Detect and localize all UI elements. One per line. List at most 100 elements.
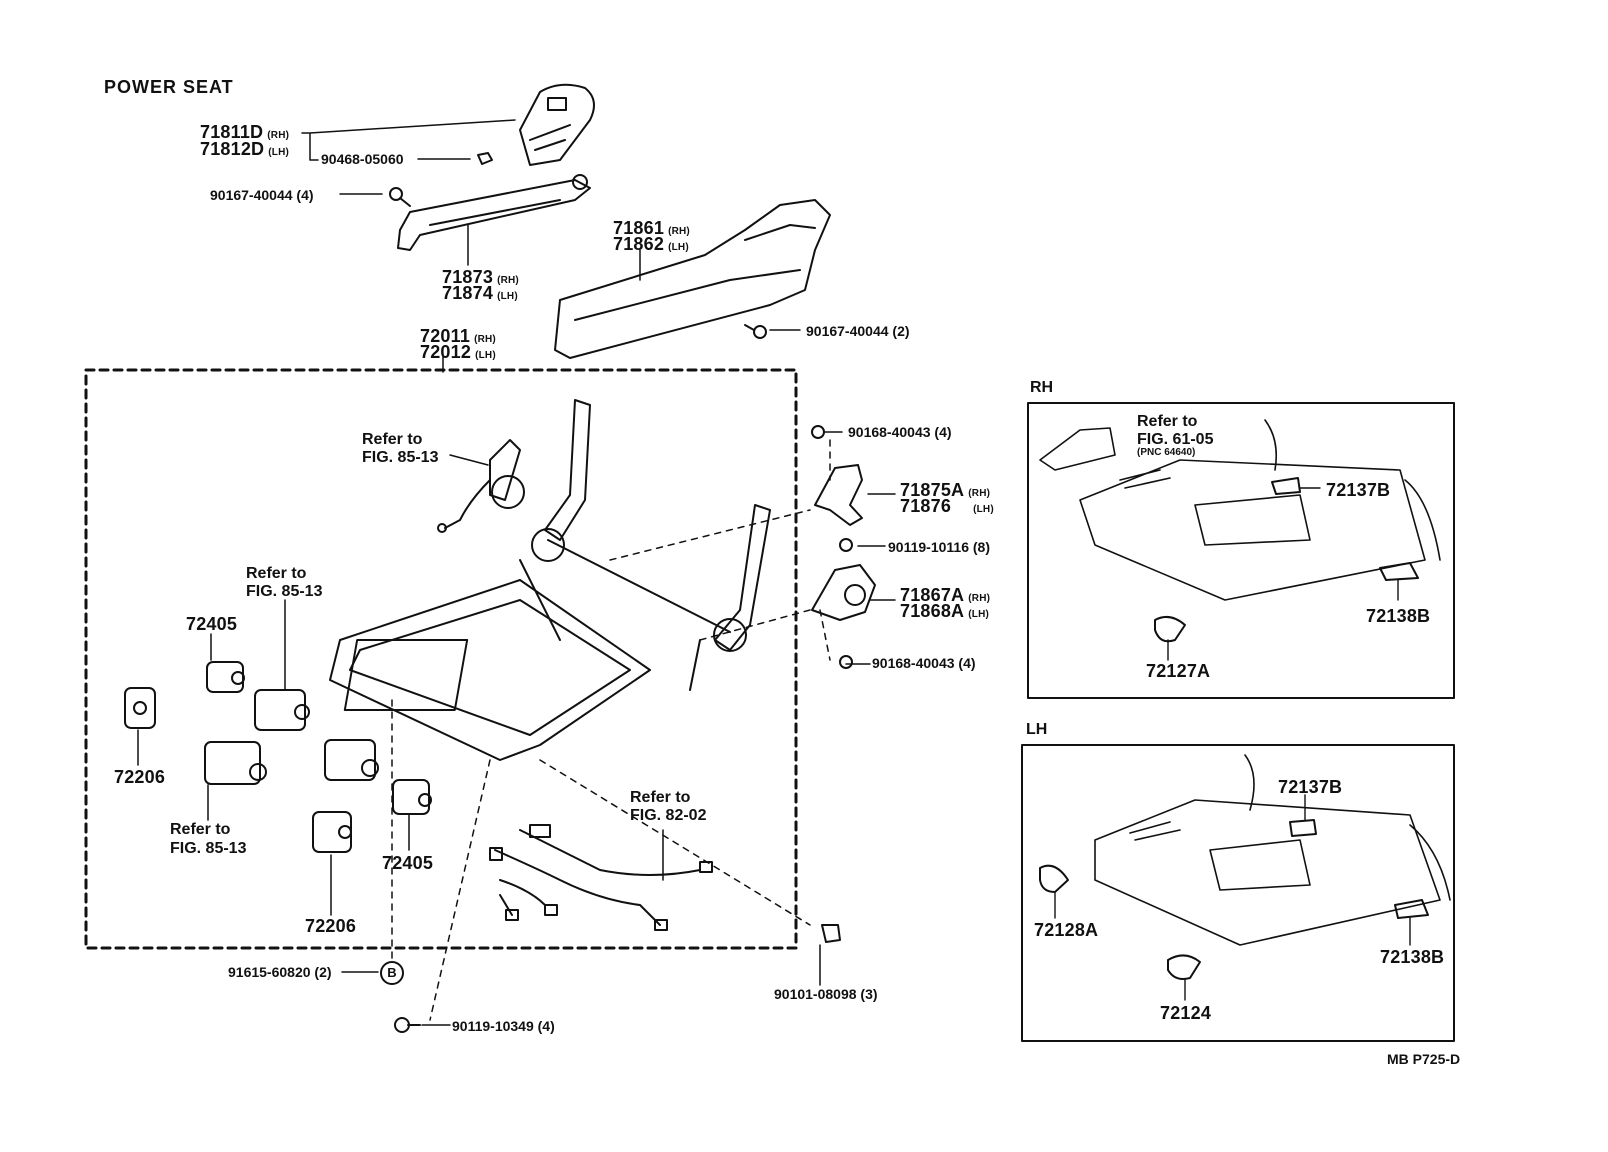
callout-72206-b: 72206 [305,916,357,936]
side-shield-71873 [397,174,591,251]
motor-85-13-left2 [204,741,267,785]
callout-90167-a: 90167-40044 (4) [210,187,314,203]
rh-detail-box [1027,402,1455,699]
leader-lines [137,119,896,1026]
rh-clip-72137B [1271,477,1301,495]
ref-motor-line1: Refer to [362,431,423,448]
ref-harness-line1: Refer to [630,789,691,806]
callout-90101: 90101-08098 (3) [774,986,878,1002]
side-tag: (LH) [973,504,994,515]
callout-rh-72127A: 72127A [1146,661,1211,681]
section-label-rh: RH [1030,379,1054,396]
side-tag: (RH) [668,226,690,237]
part-number: 71867A [900,585,965,605]
callout-71868A: 71868A(LH) [900,602,989,620]
callout-rh-72137B: 72137B [1326,480,1391,500]
rh-seat-sketch [1039,419,1441,601]
lh-cover-72128A [1039,864,1069,893]
callout-71876: 71876 (LH) [900,497,994,515]
screw-90167-a [389,187,411,207]
side-tag: (RH) [968,593,991,604]
section-label-lh: LH [1026,721,1048,738]
part-number: 71812D [200,139,265,159]
callout-91615: 91615-60820 (2) [228,964,332,980]
part-number: 71873 [442,267,494,287]
switch-72206-a [124,687,156,729]
lh-clip-72138B [1394,899,1429,919]
motor-85-13-left1 [254,689,310,731]
part-number: 72012 [420,342,472,362]
part-number: 71862 [613,234,665,254]
switch-72405-b [392,779,432,815]
side-tag: (LH) [497,291,518,302]
bolt-90119-b [394,1017,421,1033]
callout-71861: 71861(RH) [613,219,690,237]
side-tag: (LH) [268,147,290,158]
ref-left2-line2: FIG. 85-13 [170,840,247,857]
callout-71811D: 71811D(RH) [200,123,289,141]
part-number: 72011 [420,326,471,346]
side-tag: (LH) [668,242,689,253]
ref-rh-pnc: (PNC 64640) [1137,447,1196,458]
callout-71867A: 71867A(RH) [900,586,990,604]
callout-71812D: 71812D(LH) [200,140,289,158]
rh-cover-72127A [1154,615,1186,643]
callout-90119-b: 90119-10349 (4) [452,1018,555,1034]
ref-harness-line2: FIG. 82-02 [630,807,707,824]
rh-clip-72138B [1379,562,1419,581]
ref-rh-line2: FIG. 61-05 [1137,431,1214,448]
part-number: 71868A [900,601,965,621]
seatback-cover [519,83,595,166]
ref-motor-line2: FIG. 85-13 [362,449,439,466]
callout-71874: 71874(LH) [442,284,518,302]
side-tag: (LH) [968,609,990,620]
part-number: 71876 [900,496,952,516]
motor-85-13 [437,439,525,533]
bracket-71875A [811,425,863,552]
callout-72206-a: 72206 [114,767,166,787]
clip-90468 [477,152,493,165]
side-tag: (LH) [475,350,496,361]
callout-90119-a: 90119-10116 (8) [888,539,990,555]
wire-harness [489,824,713,931]
page-title: POWER SEAT [104,77,234,97]
callout-71862: 71862(LH) [613,235,689,253]
callout-90168-a: 90168-40043 (4) [848,424,952,440]
callout-90167-b: 90167-40044 (2) [806,323,910,339]
marker-b: B [380,961,404,985]
lh-clip-72137B [1289,819,1317,837]
lh-seat-sketch [1094,754,1451,946]
part-number: 71811D [200,122,264,142]
ref-left2-line1: Refer to [170,821,231,838]
screw-90167-b [744,324,767,339]
detail-leaders [1054,487,1411,1001]
dashed-guides [391,439,831,1021]
lh-cover-72124 [1167,954,1201,980]
seat-frame [329,399,771,761]
side-tag: (RH) [474,334,496,345]
side-tag: (RH) [968,488,991,499]
callout-lh-72124: 72124 [1160,1003,1212,1023]
part-number: 71874 [442,283,494,303]
side-cover-71861 [554,199,831,359]
callout-lh-72138B: 72138B [1380,947,1445,967]
switch-72405-a [206,661,245,693]
side-tag: (RH) [497,275,519,286]
callout-90468: 90468-05060 [321,151,404,167]
drawing-code: MB P725-D [1387,1051,1461,1067]
callout-71873: 71873(RH) [442,268,519,286]
callout-72011: 72011(RH) [420,327,496,345]
ref-rh-line1: Refer to [1137,413,1198,430]
callout-90168-b: 90168-40043 (4) [872,655,976,671]
callout-72405-a: 72405 [186,614,238,634]
ref-left1-line1: Refer to [246,565,307,582]
assembly-frame-72011 [84,368,798,950]
part-number: 71861 [613,218,665,238]
callout-72012: 72012(LH) [420,343,496,361]
callout-72405-b: 72405 [382,853,434,873]
callout-71875A: 71875A(RH) [900,481,990,499]
lh-detail-box [1021,744,1455,1042]
callout-rh-72138B: 72138B [1366,606,1431,626]
side-tag: (RH) [267,130,290,141]
